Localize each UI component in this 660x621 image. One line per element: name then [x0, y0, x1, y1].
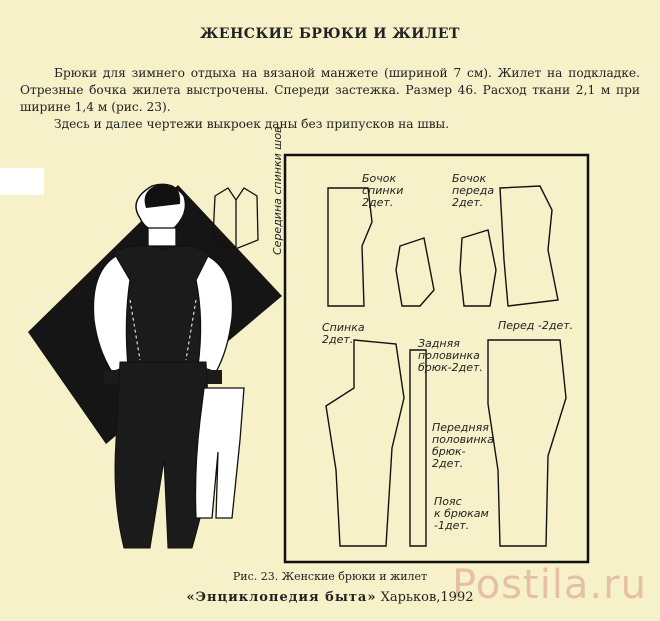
- page-title: ЖЕНСКИЕ БРЮКИ И ЖИЛЕТ: [200, 26, 460, 42]
- trouser-back-piece: [325, 339, 405, 547]
- pattern-frame: [283, 153, 590, 564]
- front-side-piece: [459, 229, 497, 307]
- vest-sketch: [212, 187, 259, 249]
- corner-patch: [0, 168, 44, 195]
- label-front-side: Бочок переда 2дет.: [452, 172, 495, 209]
- label-belt: Пояс к брюкам -1дет.: [434, 495, 489, 532]
- label-front-half: Передняя половинка брюк- 2дет.: [432, 421, 494, 470]
- back-side-piece: [395, 237, 435, 307]
- label-back-side: Бочок спинки 2дет.: [362, 172, 404, 209]
- note-paragraph: Здесь и далее чертежи выкроек даны без п…: [54, 117, 450, 131]
- watermark-text: Postila.ru: [452, 562, 647, 608]
- label-back: Спинка 2дет.: [322, 321, 365, 346]
- fashion-figure: [92, 183, 245, 549]
- source-line: «Энциклопедия быта» Харьков,1992: [0, 590, 660, 605]
- pattern-pieces: [325, 185, 567, 547]
- source-rest: Харьков,1992: [376, 590, 474, 605]
- front-piece: [499, 185, 559, 307]
- label-front: Перед -2дет.: [498, 319, 574, 332]
- figure-caption: Рис. 23. Женские брюки и жилет: [232, 570, 428, 583]
- label-center-back: Середина спинки шов: [271, 126, 284, 255]
- back-piece: [327, 187, 373, 307]
- description-paragraph: Брюки для зимнего отдыха на вязаной манж…: [20, 66, 640, 114]
- label-back-half: Задняя половинка брюк-2дет.: [418, 337, 483, 374]
- source-title: «Энциклопедия быта»: [186, 590, 377, 605]
- belt-piece: [409, 349, 427, 547]
- trouser-front-piece: [487, 339, 567, 547]
